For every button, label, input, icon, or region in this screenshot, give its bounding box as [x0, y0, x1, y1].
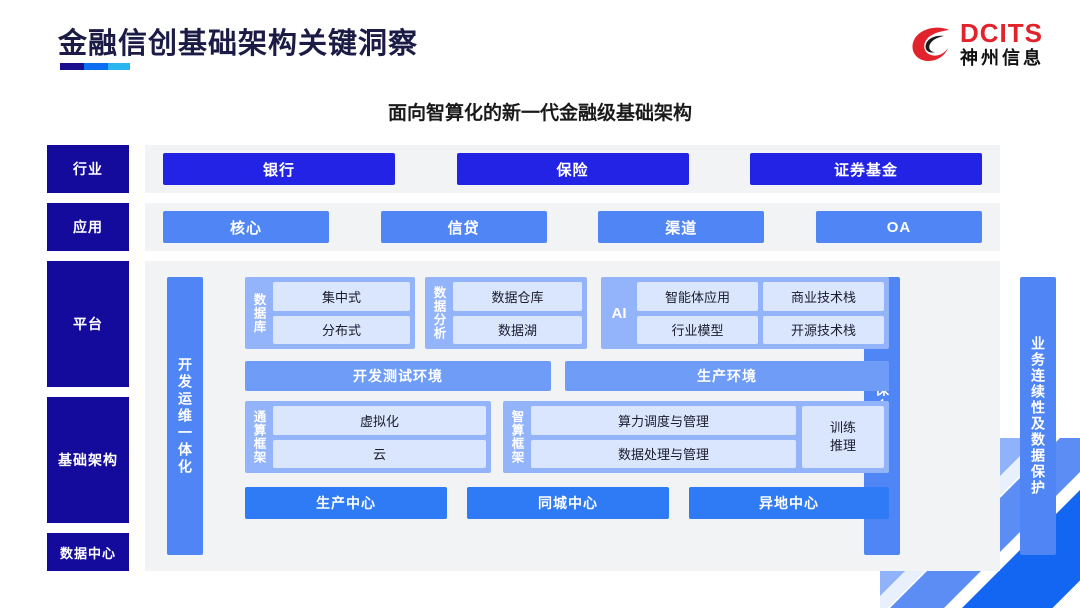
rule-segment-cyan [108, 63, 130, 70]
group-label-database: 数据库 [251, 292, 266, 334]
rule-segment-navy [60, 63, 84, 70]
industry-chip-bank[interactable]: 银行 [163, 153, 395, 185]
industry-chip-group: 银行 保险 证券基金 [155, 153, 990, 185]
application-chip-group: 核心 信贷 渠道 OA [155, 211, 990, 243]
dc-bar-remote-center[interactable]: 异地中心 [689, 487, 889, 519]
industry-chip-securities-fund[interactable]: 证券基金 [750, 153, 982, 185]
group-general-compute-framework: 通算框架 虚拟化 云 [245, 401, 491, 473]
cell-data-warehouse[interactable]: 数据仓库 [453, 282, 582, 311]
cell-cloud[interactable]: 云 [273, 439, 486, 468]
platform-infrastructure-panel: 开发运维一体化 等保合规安全 数据库 集中式 分布式 数据分析 数据仓库 数据湖 [145, 261, 1000, 571]
cell-data-lake[interactable]: 数据湖 [453, 315, 582, 344]
cell-distributed[interactable]: 分布式 [273, 315, 410, 344]
dc-bar-production-center[interactable]: 生产中心 [245, 487, 447, 519]
group-intelligent-compute-framework: 智算框架 算力调度与管理 数据处理与管理 训练 推理 [503, 401, 889, 473]
cell-centralized[interactable]: 集中式 [273, 282, 410, 311]
env-bar-production[interactable]: 生产环境 [565, 361, 889, 391]
intelligent-compute-body: 算力调度与管理 数据处理与管理 训练 推理 [531, 406, 884, 468]
ai-cells: 智能体应用 商业技术栈 行业模型 开源技术栈 [637, 282, 884, 344]
rule-segment-blue [84, 63, 108, 70]
industry-band-row: 银行 保险 证券基金 [155, 153, 990, 185]
cell-data-processing[interactable]: 数据处理与管理 [531, 439, 796, 468]
intelligent-compute-cells: 算力调度与管理 数据处理与管理 [531, 406, 796, 468]
general-compute-cells: 虚拟化 云 [273, 406, 486, 468]
vertical-bar-devops[interactable]: 开发运维一体化 [167, 277, 203, 555]
group-database: 数据库 集中式 分布式 [245, 277, 415, 349]
logo-text-cn: 神州信息 [960, 48, 1044, 68]
cell-agent-application[interactable]: 智能体应用 [637, 282, 758, 311]
group-label-data-analysis: 数据分析 [431, 286, 446, 340]
cell-open-source-tech-stack[interactable]: 开源技术栈 [763, 315, 884, 344]
sidebar-item-platform[interactable]: 平台 [47, 261, 129, 387]
cell-virtualization[interactable]: 虚拟化 [273, 406, 486, 435]
training-label: 训练 [829, 420, 856, 436]
application-chip-oa[interactable]: OA [815, 211, 982, 243]
cell-industry-model[interactable]: 行业模型 [637, 315, 758, 344]
dcits-swirl-icon [908, 21, 954, 67]
logo-text-group: DCITS 神州信息 [960, 20, 1044, 67]
data-analysis-cells: 数据仓库 数据湖 [453, 282, 582, 344]
cell-compute-scheduling[interactable]: 算力调度与管理 [531, 406, 796, 435]
vertical-bar-business-continuity[interactable]: 业务连续性及数据保护 [1020, 277, 1056, 555]
cell-training-inference[interactable]: 训练 推理 [802, 406, 884, 468]
page-title: 金融信创基础架构关键洞察 [58, 28, 419, 60]
dc-bar-same-city-center[interactable]: 同城中心 [467, 487, 669, 519]
logo-text-en: DCITS [960, 18, 1043, 48]
sidebar-item-application[interactable]: 应用 [47, 203, 129, 251]
sidebar-item-data-center[interactable]: 数据中心 [47, 533, 129, 571]
application-chip-channel[interactable]: 渠道 [598, 211, 765, 243]
industry-band: 银行 保险 证券基金 [145, 145, 1000, 193]
group-ai: AI 智能体应用 商业技术栈 行业模型 开源技术栈 [601, 277, 889, 349]
industry-chip-insurance[interactable]: 保险 [456, 153, 689, 185]
env-bar-dev-test[interactable]: 开发测试环境 [245, 361, 551, 391]
inference-label: 推理 [829, 438, 856, 453]
platform-inner-grid: 数据库 集中式 分布式 数据分析 数据仓库 数据湖 AI 智能体应用 [245, 277, 889, 557]
title-underline-rule [60, 63, 130, 70]
application-band: 核心 信贷 渠道 OA [145, 203, 1000, 251]
page-subtitle: 面向智算化的新一代金融级基础架构 [387, 103, 692, 124]
group-label-general-compute: 通算框架 [251, 410, 266, 464]
company-logo: DCITS 神州信息 [908, 20, 1044, 67]
group-label-ai: AI [611, 304, 627, 322]
sidebar-item-industry[interactable]: 行业 [47, 145, 129, 193]
group-label-intelligent-compute: 智算框架 [509, 410, 524, 464]
group-data-analysis: 数据分析 数据仓库 数据湖 [425, 277, 587, 349]
cell-commercial-tech-stack[interactable]: 商业技术栈 [763, 282, 884, 311]
application-band-row: 核心 信贷 渠道 OA [155, 211, 990, 243]
application-chip-credit[interactable]: 信贷 [380, 211, 547, 243]
application-chip-core[interactable]: 核心 [163, 211, 329, 243]
database-cells: 集中式 分布式 [273, 282, 410, 344]
sidebar-item-infrastructure[interactable]: 基础架构 [47, 397, 129, 523]
